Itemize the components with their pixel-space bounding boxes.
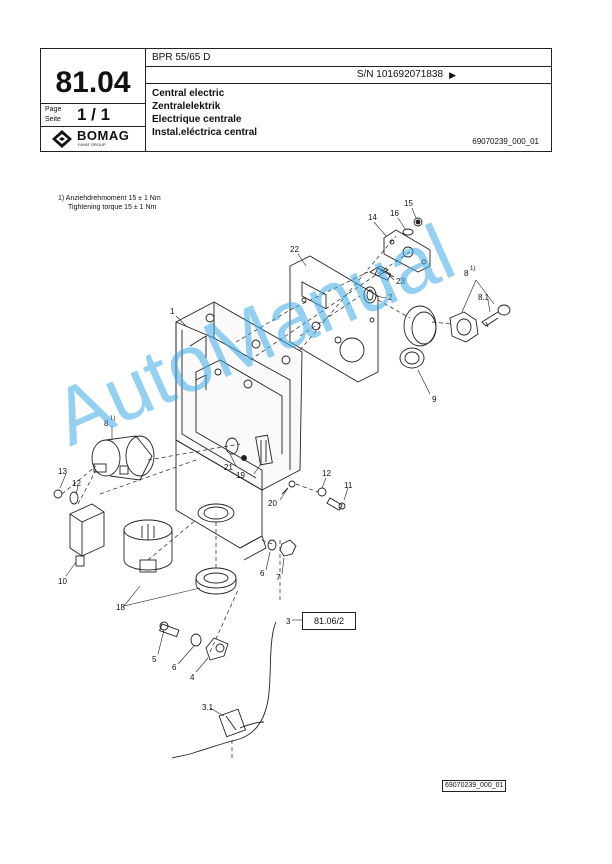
header-doc-id: 69070239_000_01 [472, 137, 539, 146]
label-8-1: 8.1 [478, 293, 490, 302]
page-label: Page Seite [45, 105, 61, 125]
title-de: Zentralelektrik [152, 101, 221, 112]
bracket-screw [402, 217, 423, 236]
left-nut-washer [53, 489, 79, 505]
label-10: 10 [58, 577, 67, 586]
assembly-lines [61, 235, 453, 760]
right-bolt [317, 487, 346, 511]
label-12-left: 12 [72, 479, 81, 488]
page-label-de: Page [45, 106, 62, 113]
bottom-nut-washer [267, 539, 297, 557]
title-es: Instal.eléctrica central [152, 127, 258, 138]
label-8-right: 8 [464, 269, 469, 278]
label-20: 20 [268, 499, 277, 508]
label-8-left-sup: 1) [110, 416, 115, 422]
logo-text: BOMAG [77, 128, 130, 143]
label-5: 5 [152, 655, 157, 664]
label-7: 7 [276, 573, 281, 582]
page-box: Page Seite 1 / 1 [41, 103, 145, 127]
title-list: Central electric Zentralelektrik Electri… [152, 87, 257, 139]
cable-harness [171, 621, 277, 759]
label-11: 11 [344, 481, 353, 490]
leader-lines [59, 207, 495, 717]
page-label-en: Seite [45, 116, 61, 123]
serial-number: S/N 101692071838 [356, 69, 443, 80]
footer-doc-id: 69070239_000_01 [442, 780, 507, 792]
label-3: 3 [286, 617, 291, 626]
small-screw [281, 480, 296, 495]
label-4: 4 [190, 673, 195, 682]
cable-clamp [159, 621, 229, 661]
rotary-switch [91, 435, 155, 481]
model-row: BPR 55/65 D [145, 49, 551, 67]
cross-reference-box[interactable]: 81.06/2 [302, 612, 356, 630]
label-16: 16 [390, 209, 399, 218]
plug-connector [69, 503, 105, 567]
title-fr: Electrique centrale [152, 114, 242, 125]
torque-note-line1: 1) Anziehdrehmoment 15 ± 1 Nm [58, 195, 161, 202]
relay [123, 519, 173, 573]
label-9: 9 [432, 395, 437, 404]
ignition-key [481, 304, 511, 328]
serial-row: S/N 101692071838 ▶ [145, 66, 551, 84]
bomag-logo: BOMAG FAYAT GROUP [51, 129, 141, 149]
header-block: 81.04 Page Seite 1 / 1 BOMAG FAYAT GROUP… [40, 48, 552, 152]
logo-subtext: FAYAT GROUP [78, 142, 106, 147]
part-labels: 1 2 3 3.1 4 5 6 6 7 8 1) 8 1) 8.1 9 10 1… [58, 199, 490, 712]
label-6-nut: 6 [260, 569, 265, 578]
label-18: 18 [116, 603, 125, 612]
protective-cap [399, 305, 437, 369]
cap-bracket [383, 229, 431, 273]
cover-plate [289, 255, 379, 383]
serial-arrow-icon: ▶ [449, 70, 456, 80]
title-en: Central electric [152, 88, 225, 99]
torque-note-line2: Tightening torque 15 ± 1 Nm [68, 204, 157, 211]
label-6-clamp: 6 [172, 663, 177, 672]
switch-nut [449, 311, 479, 343]
label-15: 15 [404, 199, 413, 208]
label-13: 13 [58, 467, 67, 476]
label-8-left: 8 [104, 419, 109, 428]
label-21: 21 [224, 463, 233, 472]
bomag-diamond-icon [52, 130, 72, 148]
label-23: 23 [396, 277, 405, 286]
internal-connector [225, 434, 273, 466]
label-14: 14 [368, 213, 377, 222]
header-left-panel: 81.04 Page Seite 1 / 1 BOMAG FAYAT GROUP [41, 49, 146, 151]
model-text: BPR 55/65 D [152, 52, 211, 63]
section-number: 81.04 [55, 66, 131, 99]
grommet [363, 286, 377, 304]
label-8-right-sup: 1) [470, 266, 475, 272]
label-12-right: 12 [322, 469, 331, 478]
label-2: 2 [388, 293, 393, 302]
ring-nut [195, 567, 237, 595]
label-1: 1 [170, 307, 175, 316]
page-value: 1 / 1 [77, 105, 111, 124]
plate-screw [369, 265, 395, 281]
label-19: 19 [236, 471, 245, 480]
label-22: 22 [290, 245, 299, 254]
torque-note: 1) Anziehdrehmoment 15 ± 1 Nm Tightening… [58, 194, 161, 212]
label-3-1: 3.1 [202, 703, 214, 712]
